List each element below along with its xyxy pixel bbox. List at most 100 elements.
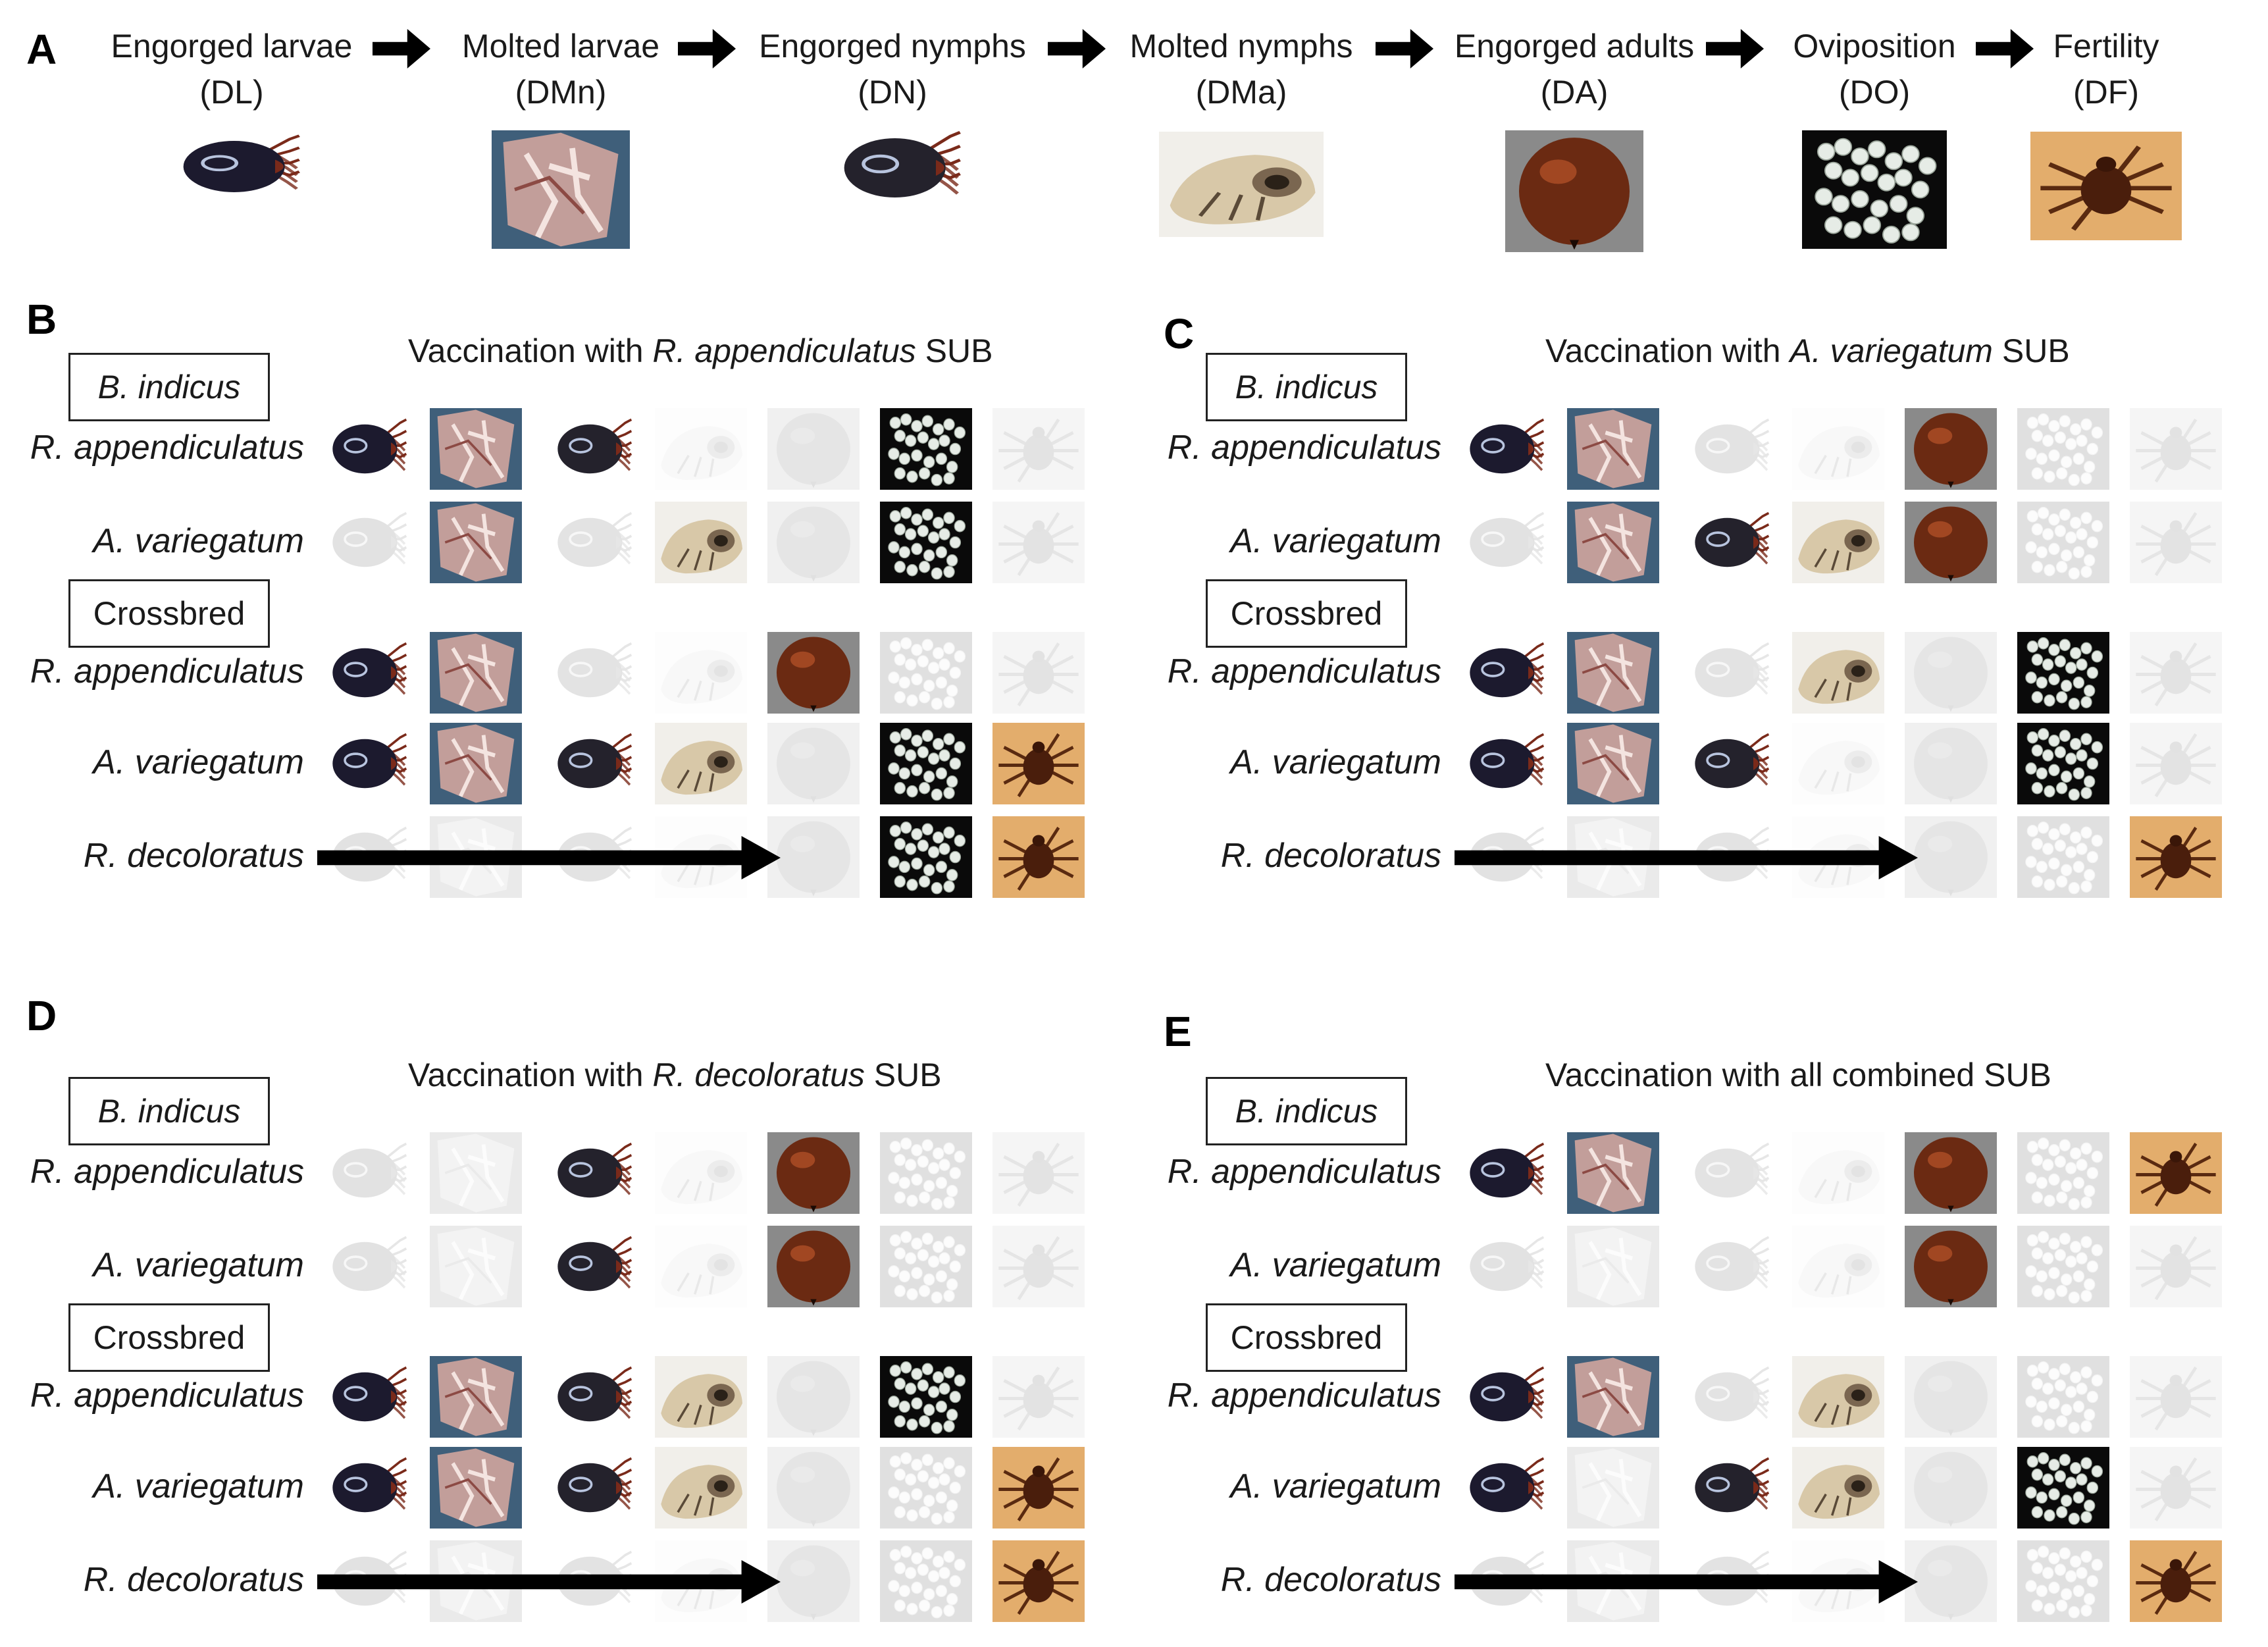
hatched-larva-icon — [992, 816, 1085, 898]
eggs-icon — [2017, 1226, 2109, 1307]
hatched-larva-icon — [992, 1447, 1085, 1529]
molted-larva-icon — [430, 1132, 522, 1214]
stage-code: (DO) — [1838, 74, 1911, 111]
species-label: A. variegatum — [93, 1246, 304, 1284]
molted-larva-icon — [1567, 502, 1659, 583]
stage-arrow-icon — [1376, 29, 1433, 68]
host-box-b-indicus: B. indicus — [1206, 1077, 1407, 1145]
molted-nymph-icon — [1792, 1132, 1884, 1214]
eggs-icon — [2017, 502, 2109, 583]
molted-larva-icon — [430, 1447, 522, 1529]
panel-letter: E — [1164, 1008, 1192, 1055]
engorged-nymph-icon — [1680, 502, 1772, 583]
host-box-b-indicus: B. indicus — [68, 1077, 270, 1145]
engorged-larva-icon — [317, 632, 409, 714]
species-label: A. variegatum — [1230, 522, 1441, 560]
stage-name: Engorged nymphs — [759, 28, 1026, 65]
eggs-icon — [880, 816, 972, 898]
molted-nymph-icon — [1792, 1226, 1884, 1307]
host-box-crossbred: Crossbred — [68, 579, 270, 648]
species-label: R. appendiculatus — [1167, 1376, 1441, 1415]
stage-code: (DA) — [1540, 74, 1609, 111]
engorged-nymph-icon — [542, 502, 634, 583]
engorged-larva-icon — [317, 502, 409, 583]
molted-nymph-icon — [655, 632, 747, 714]
hatched-larva-icon — [992, 1356, 1085, 1438]
host-box-crossbred: Crossbred — [68, 1303, 270, 1372]
molted-nymph-icon — [655, 1447, 747, 1529]
engorged-nymph-icon — [542, 1356, 634, 1438]
stage-arrow-icon — [1048, 29, 1106, 68]
eggs-icon — [880, 632, 972, 714]
molted-larva-icon — [430, 1226, 522, 1307]
molted-larva-icon — [1567, 408, 1659, 490]
molted-larva-icon — [430, 723, 522, 804]
hatched-larva-icon — [2130, 816, 2222, 898]
molted-nymph-icon — [1792, 723, 1884, 804]
engorged-larva-icon — [317, 1132, 409, 1214]
engorged-adult-icon — [767, 1540, 860, 1622]
engorged-adult-icon — [767, 632, 860, 714]
engorged-adult-icon — [767, 1132, 860, 1214]
engorged-adult-icon — [1905, 1132, 1997, 1214]
hatched-larva-icon — [2130, 1132, 2222, 1214]
engorged-adult-icon — [767, 502, 860, 583]
molted-nymph-icon — [1792, 632, 1884, 714]
eggs-icon — [2017, 1447, 2109, 1529]
engorged-nymph-icon — [542, 1447, 634, 1529]
eggs-icon — [880, 1226, 972, 1307]
stage-code: (DF) — [2073, 74, 2139, 111]
panel-letter: C — [1164, 310, 1195, 357]
skip-stages-arrow — [317, 1560, 781, 1604]
species-label: R. appendiculatus — [1167, 1153, 1441, 1191]
molted-larva-icon — [430, 632, 522, 714]
engorged-nymph-icon — [542, 632, 634, 714]
hatched-larva-icon — [2130, 408, 2222, 490]
engorged-adult-icon — [1905, 1540, 1997, 1622]
stage-code: (DMa) — [1195, 74, 1287, 111]
engorged-nymph-icon — [1680, 408, 1772, 490]
engorged-adult-icon — [767, 816, 860, 898]
engorged-larva-icon — [317, 1447, 409, 1529]
engorged-nymph-icon — [1680, 1132, 1772, 1214]
hatched-larva-icon — [2130, 723, 2222, 804]
engorged-adult-icon — [1905, 1356, 1997, 1438]
species-label: A. variegatum — [93, 743, 304, 781]
engorged-larva-icon — [1455, 1356, 1547, 1438]
skip-stages-arrow — [317, 836, 781, 879]
engorged-adult-icon — [1905, 1447, 1997, 1529]
stage-name: Molted larvae — [461, 28, 660, 65]
stage-code: (DL) — [199, 74, 264, 111]
engorged-adult-icon — [767, 1226, 860, 1307]
species-label: R. appendiculatus — [1167, 652, 1441, 691]
molted-larva-icon — [430, 1356, 522, 1438]
host-box-b-indicus: B. indicus — [1206, 353, 1407, 421]
molted-nymph-icon — [655, 408, 747, 490]
eggs-icon — [2017, 1540, 2109, 1622]
engorged-adult-icon — [1905, 408, 1997, 490]
hatched-larva-icon — [2130, 502, 2222, 583]
hatched-larva-icon — [992, 1132, 1085, 1214]
engorged-larva-icon — [1455, 408, 1547, 490]
engorged-adult-icon — [1905, 1226, 1997, 1307]
engorged-adult-icon — [767, 723, 860, 804]
species-label: R. appendiculatus — [30, 652, 304, 691]
hatched-larva-icon — [992, 502, 1085, 583]
species-label: R. appendiculatus — [30, 1376, 304, 1415]
panel-letter: B — [26, 296, 57, 343]
panel-title: Vaccination with A. variegatum SUB — [1545, 332, 2070, 369]
hatched-larva-icon — [2130, 632, 2222, 714]
eggs-icon — [880, 723, 972, 804]
engorged-nymph-icon — [1680, 723, 1772, 804]
engorged-nymph-icon — [1680, 1356, 1772, 1438]
hatched-larva-icon — [992, 408, 1085, 490]
engorged-nymph-icon — [542, 408, 634, 490]
stage-name: Fertility — [2053, 28, 2159, 65]
engorged-larva-icon — [159, 124, 304, 209]
engorged-larva-icon — [1455, 1226, 1547, 1307]
molted-larva-icon — [1567, 1132, 1659, 1214]
skip-stages-arrow — [1455, 836, 1918, 879]
molted-nymph-icon — [1792, 1447, 1884, 1529]
engorged-larva-icon — [1455, 723, 1547, 804]
host-box-b-indicus: B. indicus — [68, 353, 270, 421]
